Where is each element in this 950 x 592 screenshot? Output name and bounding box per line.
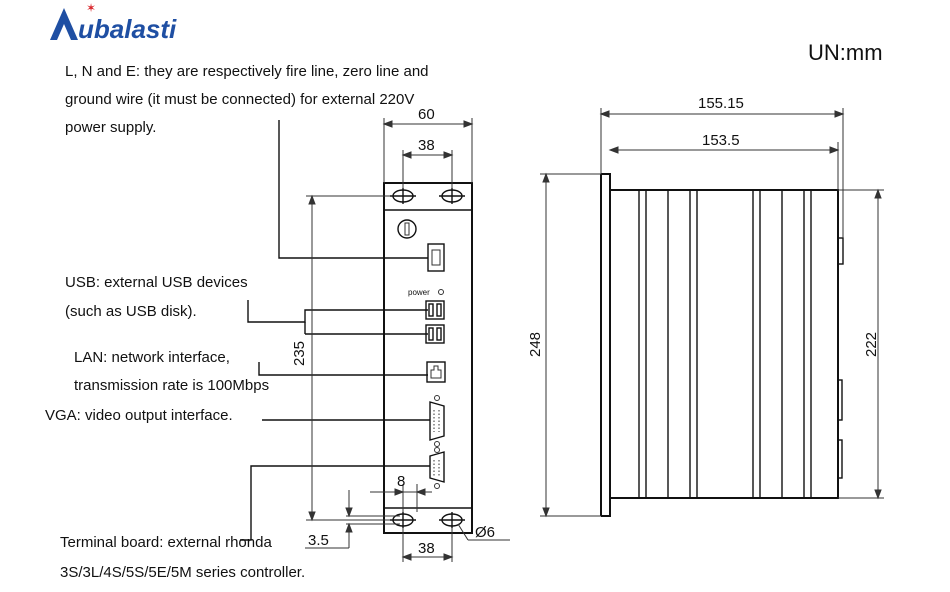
note-power-line-1: L, N and E: they are respectively fire l… <box>65 63 429 80</box>
dim-hole-diameter: Ø6 <box>475 524 495 541</box>
usb-port-bottom-icon <box>425 324 445 344</box>
power-led-icon <box>438 289 444 295</box>
leader-lines <box>240 120 430 541</box>
power-connector-icon <box>427 243 445 272</box>
logo-triangle-icon <box>50 8 78 40</box>
dim-side-total-width: 155.15 <box>698 95 744 112</box>
note-lan-line-1: LAN: network interface, <box>74 349 230 366</box>
logo-text: ubalasti <box>78 14 177 44</box>
dim-bottom-hole-offset: 8 <box>397 473 405 490</box>
side-connector-bumps <box>837 237 844 479</box>
power-switch-icon <box>397 219 417 239</box>
mount-hole-bottom-left-icon <box>390 512 416 528</box>
side-view <box>600 173 844 517</box>
side-body <box>609 189 839 499</box>
side-dimension-lines <box>540 108 884 518</box>
unit-label: UN:mm <box>808 40 883 65</box>
dim-bottom-hole-spacing: 38 <box>418 540 435 557</box>
dim-side-total-height: 248 <box>527 332 544 357</box>
vga-port-icon <box>429 395 445 447</box>
dim-side-body-height: 222 <box>863 332 880 357</box>
lan-port-icon <box>426 361 446 383</box>
note-terminal-line-2: 3S/3L/4S/5S/5E/5M series controller. <box>60 564 305 581</box>
note-usb-line-2: (such as USB disk). <box>65 303 197 320</box>
dim-top-hole-spacing: 38 <box>418 137 435 154</box>
logo-star-icon: ✶ <box>86 1 96 15</box>
dim-front-height: 235 <box>291 341 308 366</box>
brand-logo: ✶ ubalasti <box>50 1 177 44</box>
power-led-label: power <box>408 288 430 297</box>
mount-hole-bottom-right-icon <box>439 512 465 528</box>
mount-hole-top-left-icon <box>390 188 416 204</box>
dim-front-width: 60 <box>418 106 435 123</box>
note-power-line-3: power supply. <box>65 119 156 136</box>
note-vga: VGA: video output interface. <box>45 407 233 424</box>
front-view: power <box>383 182 473 534</box>
front-panel <box>383 182 473 534</box>
terminal-port-icon <box>429 447 445 489</box>
note-power-line-2: ground wire (it must be connected) for e… <box>65 91 414 108</box>
dim-bottom-margin: 3.5 <box>308 532 329 549</box>
front-dimension-lines <box>305 118 510 562</box>
note-lan-line-2: transmission rate is 100Mbps <box>74 377 269 394</box>
dim-side-body-width: 153.5 <box>702 132 740 149</box>
note-terminal-line-1: Terminal board: external rhonda <box>60 534 272 551</box>
usb-port-top-icon <box>425 300 445 320</box>
note-usb-line-1: USB: external USB devices <box>65 274 248 291</box>
mount-hole-top-right-icon <box>439 188 465 204</box>
